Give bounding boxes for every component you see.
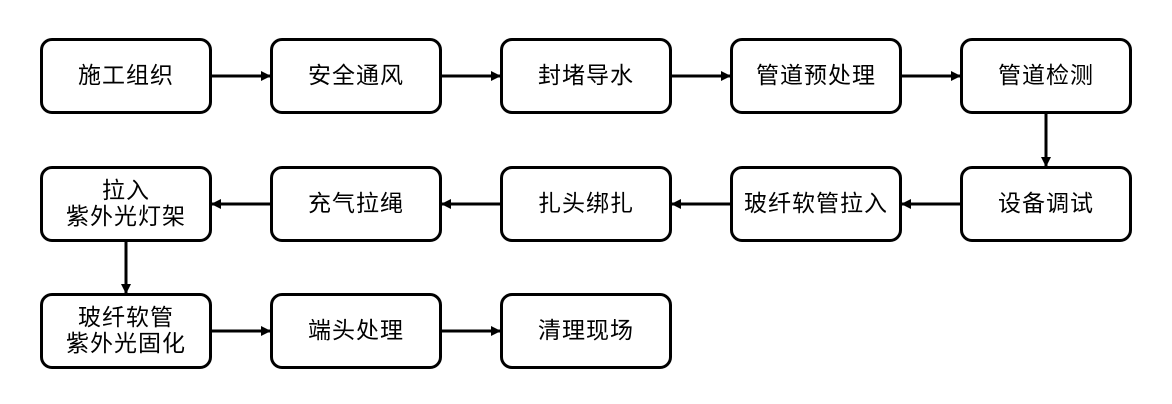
step-plugging-water-diversion: 封堵导水 xyxy=(500,38,672,114)
step-pull-in-uv-lamp-frame: 拉入 紫外光灯架 xyxy=(40,166,212,242)
step-construction-organization: 施工组织 xyxy=(40,38,212,114)
step-glass-fiber-hose-pull-in: 玻纤软管拉入 xyxy=(730,166,902,242)
step-hose-uv-curing: 玻纤软管 紫外光固化 xyxy=(40,293,212,369)
step-equipment-debugging: 设备调试 xyxy=(960,166,1132,242)
step-end-binding: 扎头绑扎 xyxy=(500,166,672,242)
step-end-treatment: 端头处理 xyxy=(270,293,442,369)
step-safety-ventilation: 安全通风 xyxy=(270,38,442,114)
step-pipe-inspection: 管道检测 xyxy=(960,38,1132,114)
step-inflate-pull-rope: 充气拉绳 xyxy=(270,166,442,242)
step-pipe-pretreatment: 管道预处理 xyxy=(730,38,902,114)
step-site-cleanup: 清理现场 xyxy=(500,293,672,369)
